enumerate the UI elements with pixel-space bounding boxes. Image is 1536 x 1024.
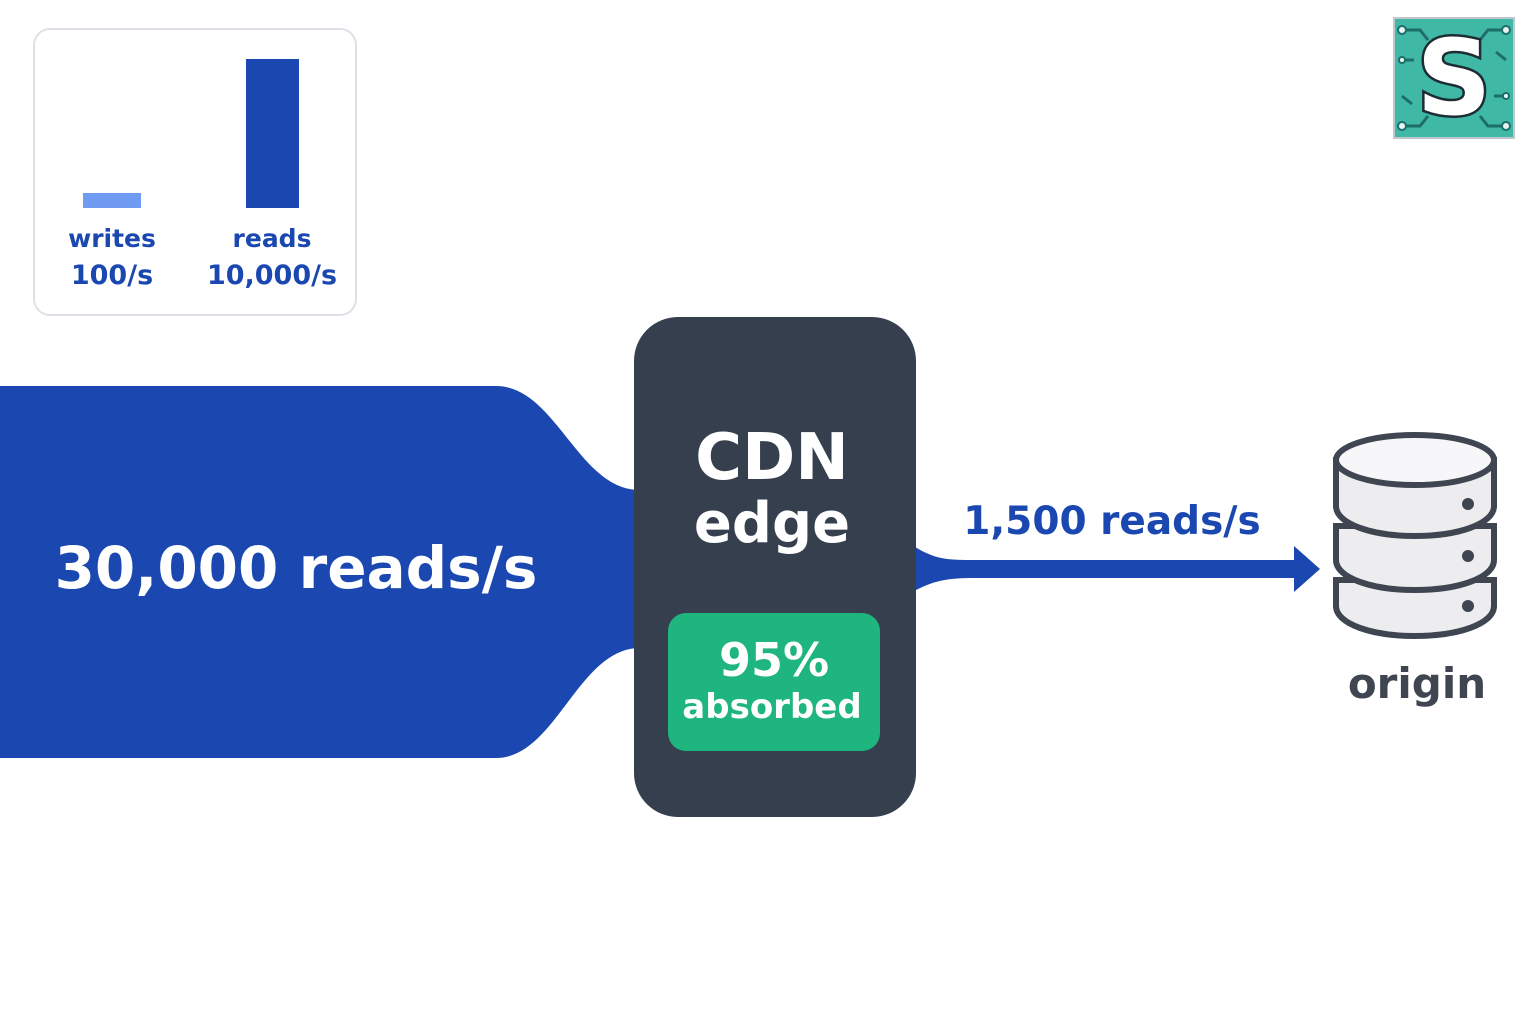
outgoing-traffic-arrow [912, 545, 1320, 592]
cdn-title-line2: edge [694, 491, 850, 556]
absorbed-percent: 95% [719, 633, 829, 687]
outgoing-traffic-label: 1,500 reads/s [963, 499, 1261, 544]
circuit-s-logo-icon: S [1393, 15, 1515, 142]
writes-bar [83, 193, 141, 208]
cdn-edge-node: CDN edge 95% absorbed [634, 317, 916, 817]
reads-label: reads [233, 224, 312, 253]
reads-rate: 10,000/s [207, 260, 337, 291]
legend-card: writes 100/s reads 10,000/s [33, 28, 357, 316]
writes-rate: 100/s [71, 260, 153, 291]
incoming-traffic-flow [0, 386, 640, 758]
writes-label: writes [68, 224, 156, 253]
incoming-traffic-label: 30,000 reads/s [55, 534, 538, 602]
cdn-title-line1: CDN [695, 421, 849, 495]
absorbed-label: absorbed [682, 687, 861, 727]
origin-label: origin [1348, 659, 1486, 708]
absorbed-badge [668, 613, 880, 751]
logo-letter: S [1417, 17, 1492, 139]
reads-bar [246, 59, 299, 208]
database-icon [1333, 432, 1497, 640]
